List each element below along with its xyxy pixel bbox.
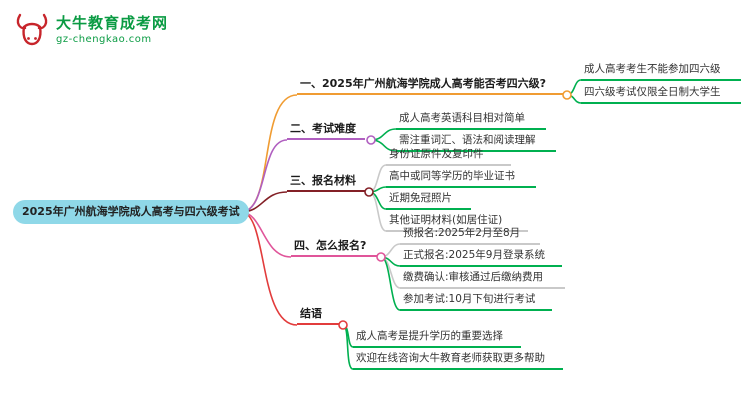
logo-text: 大牛教育成考网 gz-chengkao.com [56,10,168,45]
edge-root-to-branch-2 [240,139,288,213]
branch-3-child-4: 其他证明材料(如居住证) [386,214,528,232]
branch-5-child-1: 成人高考是提升学历的重要选择 [353,330,521,348]
branch-1-child-1: 成人高考考生不能参加四六级 [581,63,741,81]
branch-3-label: 三、报名材料 [287,174,365,193]
branch-3-child-1: 身份证原件及复印件 [386,148,511,166]
junction-branch-3 [364,187,374,197]
branch-2-child-2: 需注重词汇、语法和阅读理解 [396,134,556,152]
logo-subtitle: gz-chengkao.com [56,34,152,45]
branch-1-label: 一、2025年广州航海学院成人高考能否考四六级? [297,77,563,96]
junction-branch-4 [376,252,386,262]
branch-3-child-3: 近期免冠照片 [386,192,471,210]
branch-4-child-1: 预报名:2025年2月至8月 [400,227,540,245]
site-logo[interactable]: 大牛教育成考网 gz-chengkao.com [12,10,168,50]
branch-2-label: 二、考试难度 [287,122,365,141]
branch-4-child-2: 正式报名:2025年9月登录系统 [400,249,562,267]
edge-root-to-branch-4 [240,211,292,258]
edge-root-to-branch-1 [240,94,298,213]
logo-title: 大牛教育成考网 [56,14,169,32]
branch-4-child-3: 缴费确认:审核通过后缴纳费用 [400,271,565,289]
branch-1-child-2: 四六级考试仅限全日制大学生 [581,86,741,104]
junction-branch-1 [562,90,572,100]
branch-4-label: 四、怎么报名? [291,239,377,258]
branch-3-child-2: 高中或同等学历的毕业证书 [386,170,536,188]
branch-5-child-2: 欢迎在线咨询大牛教育老师获取更多帮助 [353,352,563,370]
branch-4-child-4: 参加考试:10月下旬进行考试 [400,293,552,311]
branch-2-child-1: 成人高考英语科目相对简单 [396,112,546,130]
junction-branch-5 [338,320,348,330]
branch-5-label: 结语 [297,307,339,326]
junction-branch-2 [366,135,376,145]
edge-root-to-branch-5 [240,211,298,326]
central-topic: 2025年广州航海学院成人高考与四六级考试 [13,200,249,225]
bull-icon [12,10,52,50]
